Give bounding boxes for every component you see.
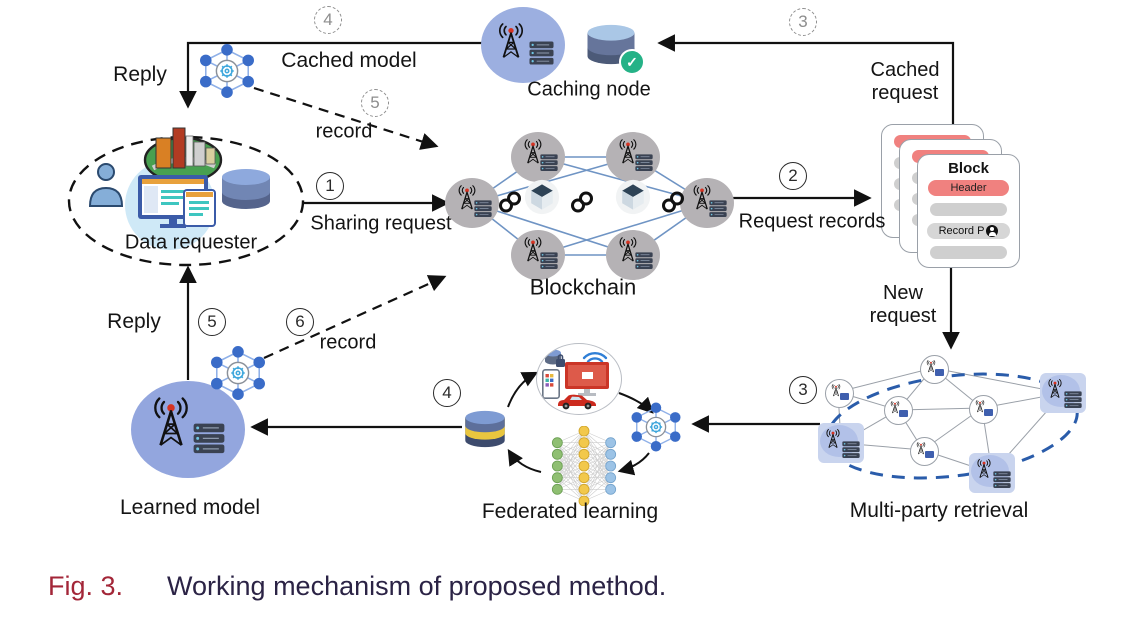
check-icon: ✓	[619, 49, 645, 75]
blockchain-node	[606, 230, 660, 280]
step-2-badge: 2	[779, 162, 807, 190]
caption-text: Working mechanism of proposed method.	[167, 571, 667, 601]
retrieval-party-node	[1040, 373, 1086, 413]
record-bottom-label: record	[319, 331, 377, 354]
data-requester-label: Data requester	[124, 231, 258, 254]
antenna-icon	[973, 400, 987, 413]
retrieval-node	[884, 396, 913, 425]
federated-database-icon	[462, 404, 508, 454]
antenna-icon	[924, 360, 938, 373]
antenna-icon	[914, 442, 928, 455]
server-icon	[193, 423, 225, 455]
antenna-icon	[1044, 379, 1066, 399]
cube-icon	[613, 179, 653, 215]
record-top-label: record	[315, 120, 373, 143]
retrieval-node	[920, 355, 949, 384]
server-icon	[540, 154, 558, 172]
data-requester-ellipse	[67, 135, 305, 267]
block-header-bar: Header	[928, 180, 1009, 196]
antenna-icon	[491, 23, 531, 60]
person-icon	[986, 225, 999, 237]
cached-model-network-icon	[196, 44, 258, 98]
server-icon	[709, 200, 727, 218]
blockchain-label: Blockchain	[529, 274, 637, 300]
caption-label: Fig. 3.	[48, 571, 124, 601]
antenna-icon	[143, 397, 199, 449]
car-icon	[555, 392, 599, 410]
step-5-badge: 5	[198, 308, 226, 336]
cached-request-label: Cached request	[870, 59, 940, 104]
solid-arrows	[179, 34, 960, 436]
chain-link-icon	[497, 189, 523, 215]
aggregated-model-network-icon	[628, 402, 684, 452]
block-bar	[930, 203, 1007, 216]
antenna-icon	[888, 401, 902, 414]
request-records-label: Request records	[738, 210, 886, 233]
server-icon	[474, 200, 492, 218]
blockchain-node	[511, 230, 565, 280]
reply-top-label: Reply	[113, 63, 167, 87]
reply-bottom-label: Reply	[107, 310, 161, 334]
server-icon	[842, 441, 860, 459]
server-chip	[899, 410, 908, 417]
cube-icon	[522, 179, 562, 215]
record-dashed-arrows	[253, 86, 447, 360]
server-icon	[635, 252, 653, 270]
server-icon	[635, 154, 653, 172]
server-chip	[984, 409, 993, 416]
new-request-label: New request	[869, 282, 937, 327]
blockchain-node	[680, 178, 734, 228]
retrieval-party-node	[969, 453, 1015, 493]
caching-node-label: Caching node	[527, 78, 651, 101]
multi-party-label: Multi-party retrieval	[849, 499, 1029, 523]
federated-learning-label: Federated learning	[481, 500, 659, 524]
antenna-icon	[829, 384, 843, 397]
server-icon	[993, 471, 1011, 489]
block-title: Block	[948, 160, 989, 177]
tablet-icon	[183, 189, 216, 227]
step-3-dashed-badge: 3	[789, 8, 817, 36]
requester-database-icon	[218, 164, 274, 214]
retrieval-party-node	[818, 423, 864, 463]
server-chip	[840, 393, 849, 400]
server-chip	[925, 451, 934, 458]
server-icon	[529, 41, 554, 66]
antenna-icon	[822, 429, 844, 449]
caching-node-circle	[481, 7, 565, 83]
figure-caption: Fig. 3. Working mechanism of proposed me…	[48, 571, 666, 602]
record-model-network-icon	[207, 346, 269, 400]
server-icon	[540, 252, 558, 270]
blockchain-node	[511, 132, 565, 182]
retrieval-node	[969, 395, 998, 424]
retrieval-node	[825, 379, 854, 408]
cached-model-label: Cached model	[281, 49, 417, 73]
chain-link-icon	[569, 189, 595, 215]
step-5-dashed-badge: 5	[361, 89, 389, 117]
block-bar	[930, 246, 1007, 259]
blockchain-node	[445, 178, 499, 228]
retrieval-node	[910, 437, 939, 466]
step-4-dashed-badge: 4	[314, 6, 342, 34]
user-icon	[86, 162, 126, 208]
step-1-badge: 1	[316, 172, 344, 200]
server-icon	[1064, 391, 1082, 409]
learned-model-circle	[131, 381, 245, 478]
neural-network-icon	[551, 426, 617, 506]
learned-model-label: Learned model	[119, 496, 261, 520]
server-chip	[935, 369, 944, 376]
block-record-label: Record P	[938, 225, 985, 237]
step-3-badge: 3	[789, 376, 817, 404]
iot-devices-icon	[536, 343, 622, 415]
sharing-request-label: Sharing request	[310, 212, 452, 235]
step-6-badge: 6	[286, 308, 314, 336]
block-card-front: Block Header Record P	[917, 154, 1020, 268]
chain-link-icon	[660, 189, 686, 215]
blockchain-node	[606, 132, 660, 182]
block-record-bar: Record P	[927, 223, 1010, 239]
antenna-icon	[973, 459, 995, 479]
step-4-badge: 4	[433, 379, 461, 407]
